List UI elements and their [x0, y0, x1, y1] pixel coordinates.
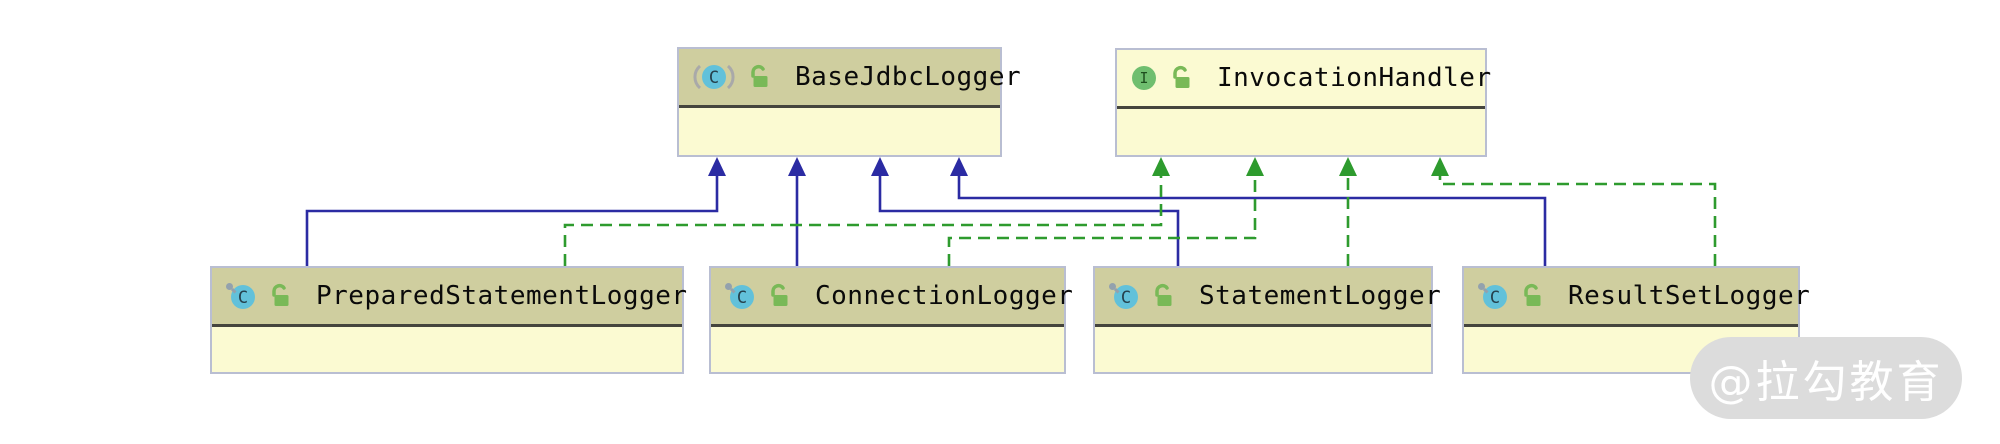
watermark-badge: @拉勾教育 [1690, 337, 1962, 419]
extends-edge [305, 176, 719, 266]
extends-arrowhead [708, 157, 726, 176]
node-base-jdbc-logger[interactable]: C BaseJdbcLogger [677, 47, 1021, 157]
node-prepared-statement-logger[interactable]: C PreparedStatementLogger [210, 266, 687, 374]
unlocked-lock-icon [1173, 65, 1190, 88]
unlocked-lock-icon [1524, 283, 1541, 306]
abstract-class-icon: C [693, 64, 735, 90]
implements-arrowhead [1152, 157, 1170, 176]
class-icon: C [725, 283, 754, 309]
node-label: ResultSetLogger [1568, 281, 1811, 311]
extends-arrowhead [950, 157, 968, 176]
node-label: PreparedStatementLogger [316, 281, 688, 311]
node-label: BaseJdbcLogger [795, 62, 1022, 92]
implements-arrowhead [1339, 157, 1357, 176]
node-header: C StatementLogger [1095, 268, 1441, 327]
svg-text:C: C [1121, 288, 1131, 308]
extends-arrowhead [871, 157, 889, 176]
svg-text:C: C [238, 288, 248, 308]
svg-text:C: C [709, 68, 719, 88]
class-icon: C [1109, 283, 1138, 309]
implements-edge [947, 176, 1257, 266]
node-members-section [212, 327, 682, 372]
svg-text:I: I [1139, 69, 1148, 87]
class-icon: C [226, 283, 255, 309]
node-members-section [711, 327, 1064, 372]
class-icon: C [1478, 283, 1507, 309]
implements-edge [1438, 176, 1717, 266]
interface-icon: I [1132, 66, 1156, 90]
node-result-set-logger[interactable]: C ResultSetLogger [1462, 266, 1810, 374]
node-members-section [1095, 327, 1431, 372]
unlocked-lock-icon [1155, 283, 1172, 306]
node-header: C BaseJdbcLogger [679, 49, 1021, 108]
node-statement-logger[interactable]: C StatementLogger [1093, 266, 1441, 374]
unlocked-lock-icon [771, 283, 788, 306]
svg-text:C: C [1490, 288, 1500, 308]
node-label: InvocationHandler [1217, 63, 1492, 93]
node-connection-logger[interactable]: C ConnectionLogger [709, 266, 1073, 374]
node-label: StatementLogger [1199, 281, 1442, 311]
node-invocation-handler[interactable]: I InvocationHandler [1115, 48, 1491, 157]
node-members-section [1117, 109, 1485, 155]
extends-arrowhead [788, 157, 806, 176]
node-label: ConnectionLogger [815, 281, 1074, 311]
node-members-section [679, 108, 1000, 155]
node-header: C ConnectionLogger [711, 268, 1073, 327]
node-header: C ResultSetLogger [1464, 268, 1810, 327]
node-header: I InvocationHandler [1117, 50, 1491, 109]
implements-edge [563, 176, 1163, 266]
extends-edge [957, 176, 1547, 266]
unlocked-lock-icon [272, 283, 289, 306]
extends-edge [878, 176, 1180, 266]
implements-arrowhead [1431, 157, 1449, 176]
watermark-text: @拉勾教育 [1708, 357, 1944, 408]
svg-text:C: C [737, 288, 747, 308]
node-header: C PreparedStatementLogger [212, 268, 687, 327]
unlocked-lock-icon [751, 64, 768, 87]
implements-arrowhead [1246, 157, 1264, 176]
